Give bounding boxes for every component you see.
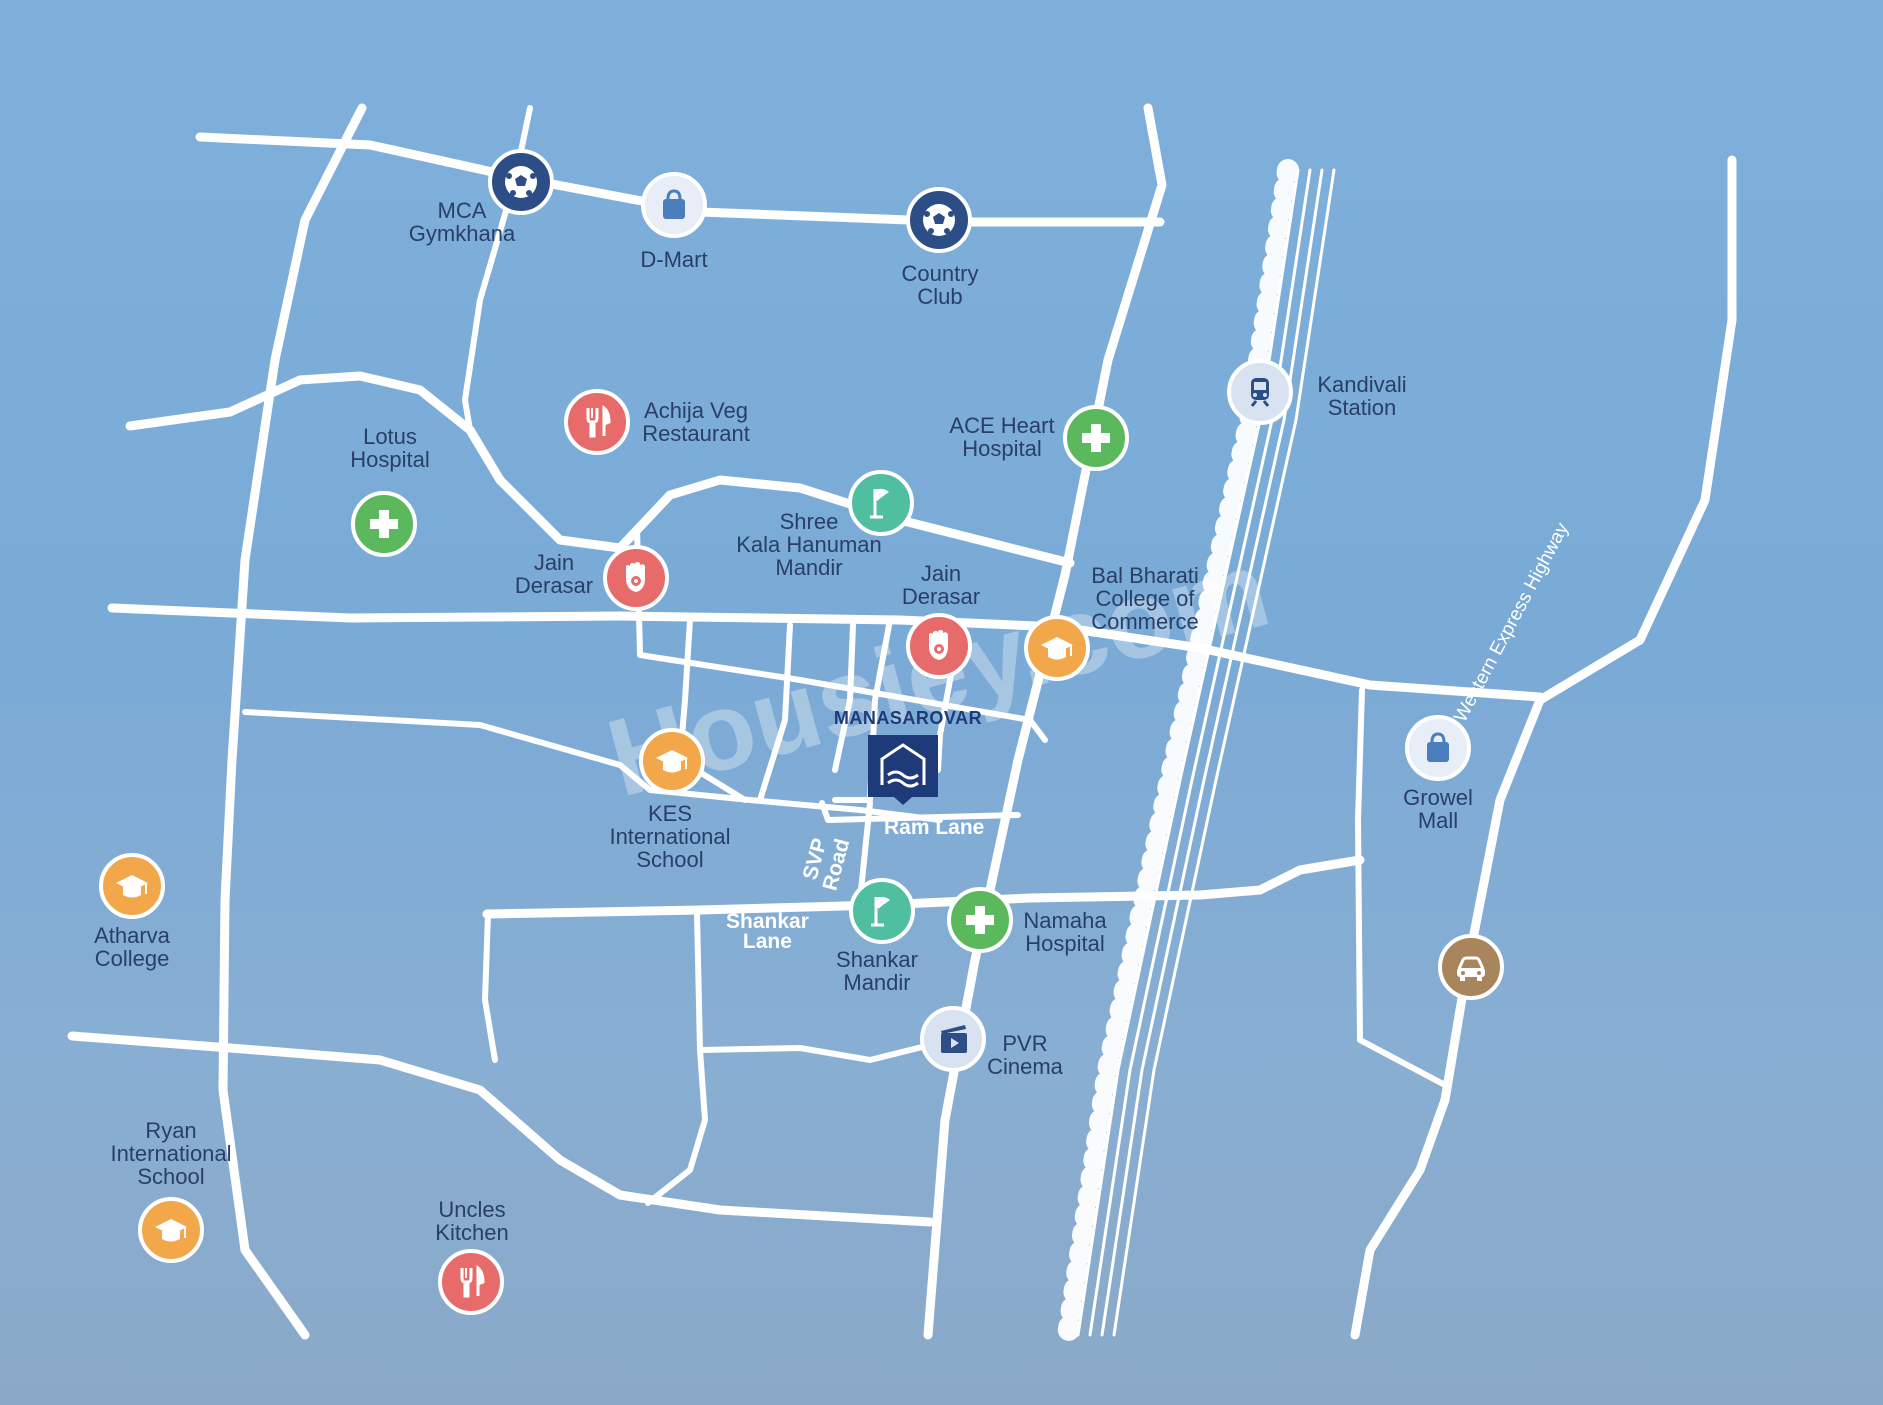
poi-shree-kala-hanuman-mandir[interactable] xyxy=(848,470,914,536)
label-ace-heart-hospital: ACE Heart Hospital xyxy=(949,413,1055,461)
poi-ace-heart-hospital[interactable] xyxy=(1063,405,1129,471)
label-uncles-kitchen: Uncles Kitchen xyxy=(435,1197,509,1245)
medical-cross-icon xyxy=(966,906,994,934)
temple-flag-icon xyxy=(871,896,890,927)
poi-achija-veg-restaurant[interactable] xyxy=(564,389,630,455)
project-name: MANASAROVAR xyxy=(833,708,983,728)
poi-jain-derasar-2[interactable] xyxy=(906,613,972,679)
label-lotus-hospital: Lotus Hospital xyxy=(350,424,430,472)
label-atharva-college: Atharva College xyxy=(94,923,170,971)
poi-kandivali-station[interactable] xyxy=(1227,359,1293,425)
poi-bal-bharati-college[interactable] xyxy=(1024,615,1090,681)
label-country-club: Country Club xyxy=(901,261,979,309)
road-label-shankar-lane: Shankar Lane xyxy=(726,910,809,953)
road-bottom-left xyxy=(67,1031,935,1227)
poi-pvr-cinema[interactable] xyxy=(920,1006,986,1072)
poi-jain-derasar-1[interactable] xyxy=(603,545,669,611)
label-d-mart: D-Mart xyxy=(640,247,708,272)
label-kes-international-school: KES International School xyxy=(609,801,731,872)
medical-cross-icon xyxy=(1082,424,1110,452)
label-namaha-hospital: Namaha Hospital xyxy=(1023,908,1107,956)
poi-ryan-international-school[interactable] xyxy=(138,1197,204,1263)
project-marker[interactable] xyxy=(868,735,938,805)
label-jain-derasar-1: Jain Derasar xyxy=(514,550,594,598)
poi-growel-mall[interactable] xyxy=(1405,715,1471,781)
temple-flag-icon xyxy=(870,488,889,519)
label-pvr-cinema: PVR Cinema xyxy=(987,1031,1063,1079)
label-ryan-international-school: Ryan International School xyxy=(110,1118,232,1189)
poi-kes-international-school[interactable] xyxy=(639,728,705,794)
road-horizontal-mid xyxy=(107,603,1545,702)
jain-hand-icon xyxy=(626,562,645,592)
label-kandivali-station: Kandivali Station xyxy=(1317,372,1407,420)
football-icon xyxy=(505,166,537,198)
train-icon xyxy=(1250,378,1270,407)
graduation-cap-icon xyxy=(155,1219,187,1242)
road-left-vertical xyxy=(218,103,367,1340)
football-icon xyxy=(923,204,955,236)
label-shankar-mandir: Shankar Mandir xyxy=(836,947,918,995)
label-growel-mall: Growel Mall xyxy=(1403,785,1473,833)
shopping-bag-icon xyxy=(1427,732,1449,762)
poi-mca-gymkhana[interactable] xyxy=(488,149,554,215)
label-achija-veg-restaurant: Achija Veg Restaurant xyxy=(642,398,750,446)
film-play-icon xyxy=(941,1025,967,1053)
label-jain-derasar-2: Jain Derasar xyxy=(901,561,981,609)
poi-atharva-college[interactable] xyxy=(99,853,165,919)
graduation-cap-icon xyxy=(1041,637,1073,660)
poi-d-mart[interactable] xyxy=(641,172,707,238)
poi-car-service[interactable] xyxy=(1438,934,1504,1000)
label-bal-bharati-college: Bal Bharati College of Commerce xyxy=(1091,563,1199,634)
fork-knife-icon xyxy=(586,404,611,438)
building-logo-icon xyxy=(880,743,926,805)
graduation-cap-icon xyxy=(116,875,148,898)
poi-uncles-kitchen[interactable] xyxy=(438,1249,504,1315)
graduation-cap-icon xyxy=(656,750,688,773)
road-shankar-lane xyxy=(482,855,1365,919)
jain-hand-icon xyxy=(929,630,948,660)
shopping-bag-icon xyxy=(663,189,685,219)
poi-lotus-hospital[interactable] xyxy=(351,491,417,557)
road-curve-left xyxy=(125,371,1075,568)
poi-country-club[interactable] xyxy=(906,187,972,253)
car-icon xyxy=(1457,956,1485,981)
road-label-ram-lane: Ram Lane xyxy=(884,816,985,839)
poi-namaha-hospital[interactable] xyxy=(947,887,1013,953)
label-shree-kala-hanuman-mandir: Shree Kala Hanuman Mandir xyxy=(736,509,882,580)
road-western-express-highway xyxy=(1350,155,1737,1340)
label-mca-gymkhana: MCA Gymkhana xyxy=(408,198,516,246)
medical-cross-icon xyxy=(370,510,398,538)
poi-shankar-mandir[interactable] xyxy=(849,878,915,944)
fork-knife-icon xyxy=(460,1264,485,1298)
